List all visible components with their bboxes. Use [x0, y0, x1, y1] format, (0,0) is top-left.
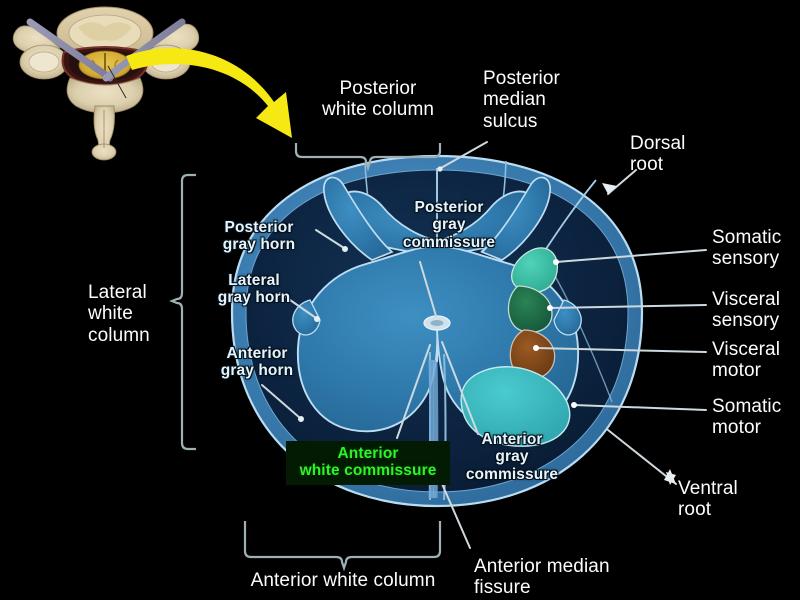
label-ventral-root: Ventral root: [678, 478, 738, 521]
somatic-motor-region: [460, 366, 571, 447]
label-anterior-white-commissure: Anterior white commissure: [286, 441, 450, 485]
central-canal: [423, 315, 451, 331]
visceral-sensory-region: [507, 285, 553, 333]
label-lateral-gray-horn: Lateral gray horn: [217, 272, 291, 307]
leader-lines: [261, 141, 707, 549]
brace-lateral-white-column: [169, 173, 196, 451]
label-posterior-white-column: Posterior white column: [321, 78, 435, 121]
label-posterior-gray-commissure: Posterior gray commissure: [402, 199, 496, 251]
label-anterior-white-column: Anterior white column: [250, 570, 436, 591]
functional-zones: [460, 247, 571, 447]
label-dorsal-root: Dorsal root: [630, 133, 686, 176]
brace-posterior-white-column: [294, 143, 442, 172]
label-posterior-median-sulcus: Posterior median sulcus: [483, 68, 560, 132]
yellow-pointer-arrow: [126, 48, 292, 139]
label-somatic-sensory: Somatic sensory: [712, 227, 782, 270]
label-visceral-motor: Visceral motor: [712, 339, 781, 382]
label-posterior-gray-horn: Posterior gray horn: [222, 219, 296, 254]
label-visceral-sensory: Visceral sensory: [712, 289, 781, 332]
brace-anterior-white-column: [243, 521, 442, 572]
label-anterior-median-fissure: Anterior median fissure: [474, 556, 610, 599]
label-anterior-gray-horn: Anterior gray horn: [220, 345, 294, 380]
label-lateral-white-column: Lateral white column: [88, 282, 150, 346]
label-somatic-motor: Somatic motor: [712, 396, 782, 439]
label-anterior-gray-commissure: Anterior gray commissure: [465, 431, 559, 483]
somatic-sensory-region: [511, 247, 558, 294]
